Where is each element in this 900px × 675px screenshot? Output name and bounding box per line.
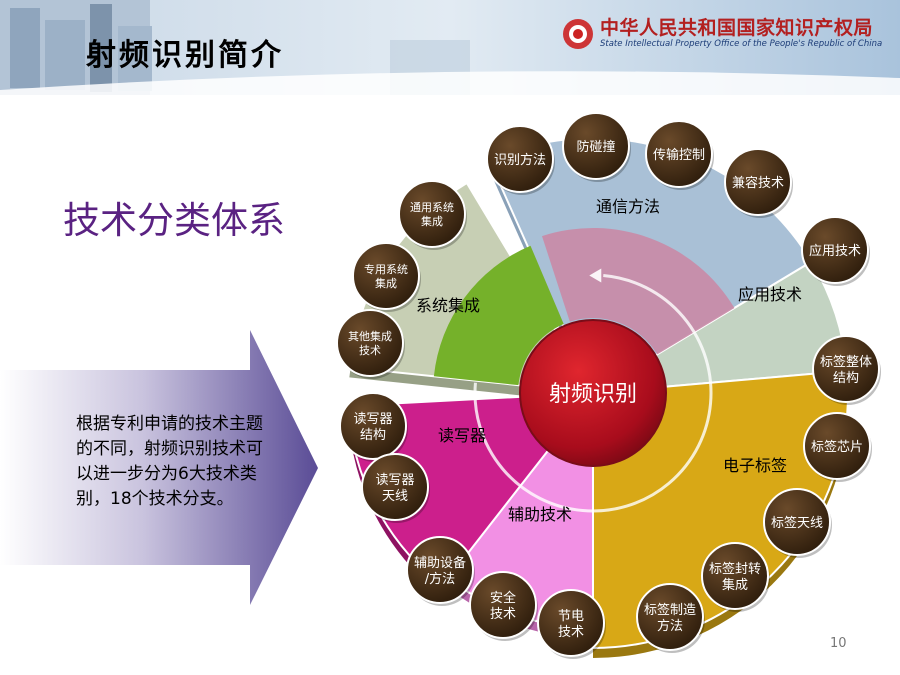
- branch-node-label: 标签封转: [709, 561, 761, 577]
- branch-node-label: 其他集成: [348, 329, 392, 343]
- branch-node-circle: [701, 542, 769, 610]
- branch-node-circle: [537, 589, 605, 657]
- branch-node-label: 方法: [657, 618, 683, 634]
- page-number: 10: [830, 636, 847, 651]
- category-label: 辅助技术: [508, 505, 572, 524]
- rotation-arrowhead: [589, 268, 602, 283]
- branch-node-circle: [361, 453, 429, 521]
- category-label: 系统集成: [416, 296, 480, 315]
- branch-node-label: 技术: [490, 607, 516, 622]
- branch-node-label: 通用系统: [410, 201, 454, 214]
- branch-node-label: 节电: [558, 609, 584, 624]
- branch-node-circle: [336, 309, 404, 377]
- branch-node-label: 标签整体: [820, 354, 872, 370]
- slide-header: 射频识别简介 中华人民共和国国家知识产权局 State Intellectual…: [0, 0, 900, 95]
- branch-node-label: 集成: [375, 276, 397, 290]
- branch-node-circle: [645, 120, 713, 188]
- rotation-arc: [473, 273, 713, 513]
- branch-node-label: 技术: [558, 625, 584, 640]
- branch-node: 辅助设备/方法: [406, 536, 475, 606]
- branch-node-label: 读写器: [375, 473, 414, 488]
- branch-node-label: 专用系统: [364, 262, 408, 276]
- branch-node-circle: [763, 488, 831, 556]
- branch-node-label: 技术: [359, 344, 381, 357]
- branch-node-circle: [339, 392, 407, 460]
- branch-node-circle: [486, 125, 554, 193]
- page-title: 射频识别简介: [86, 38, 284, 73]
- category-label: 应用技术: [738, 285, 802, 304]
- branch-node-label: 集成: [421, 214, 443, 228]
- branch-node-label: 安全: [490, 590, 516, 606]
- category-label: 通信方法: [596, 197, 660, 216]
- branch-node-label: 辅助设备: [414, 555, 466, 571]
- branch-node-circle: [803, 412, 871, 480]
- sipo-logo: [563, 19, 593, 49]
- branch-node-circle: [636, 583, 704, 651]
- branch-node-label: 识别方法: [494, 152, 546, 168]
- branch-node-circle: [724, 148, 792, 216]
- branch-node: 传输控制: [645, 120, 714, 190]
- branch-nodes: 识别方法防碰撞传输控制兼容技术应用技术标签整体结构标签芯片标签天线标签封转集成标…: [336, 112, 881, 659]
- branch-node-circle: [812, 335, 880, 403]
- branch-node-circle: [398, 180, 466, 248]
- branch-node: 标签天线: [763, 488, 832, 558]
- section-subtitle: 技术分类体系: [63, 199, 285, 242]
- branch-node-label: 应用技术: [809, 243, 861, 259]
- branch-node: 防碰撞: [562, 112, 631, 182]
- inner-ring: [433, 227, 735, 513]
- branch-node: 识别方法: [486, 125, 555, 195]
- branch-node-label: 标签制造: [644, 602, 696, 618]
- branch-node-label: 结构: [833, 371, 859, 386]
- branch-node-label: 结构: [360, 428, 386, 443]
- branch-node-circle: [801, 216, 869, 284]
- branch-node: 兼容技术: [724, 148, 793, 218]
- center-label: 射频识别: [549, 382, 637, 407]
- ring-segment: [433, 245, 564, 386]
- branch-node-circle: [562, 112, 630, 180]
- center-node: 射频识别: [519, 319, 667, 467]
- org-name-cn: 中华人民共和国国家知识产权局: [600, 17, 874, 39]
- category-label: 电子标签: [723, 456, 787, 475]
- branch-node: 应用技术: [801, 216, 870, 286]
- branch-node-label: 读写器: [353, 412, 392, 427]
- center-circle: [519, 319, 667, 467]
- branch-node-label: 标签天线: [771, 515, 823, 531]
- branch-node-label: 防碰撞: [576, 139, 615, 155]
- branch-node-circle: [406, 536, 474, 604]
- branch-node-label: 天线: [382, 489, 408, 504]
- description-text: 根据专利申请的技术主题的不同，射频识别技术可以进一步分为6大技术类别，18个技术…: [76, 414, 263, 509]
- branch-node: 标签芯片: [803, 412, 872, 482]
- branch-node-circle: [352, 242, 420, 310]
- branch-node-label: 传输控制: [653, 147, 705, 163]
- branch-node-label: 标签芯片: [811, 439, 863, 455]
- branch-node-label: /方法: [425, 571, 455, 587]
- branch-node-circle: [469, 571, 537, 639]
- org-name-en: State Intellectual Property Office of th…: [600, 39, 883, 49]
- category-label: 读写器: [438, 426, 486, 445]
- header-banner: [0, 0, 900, 95]
- branch-node-label: 兼容技术: [732, 175, 784, 191]
- branch-node-label: 集成: [722, 577, 748, 593]
